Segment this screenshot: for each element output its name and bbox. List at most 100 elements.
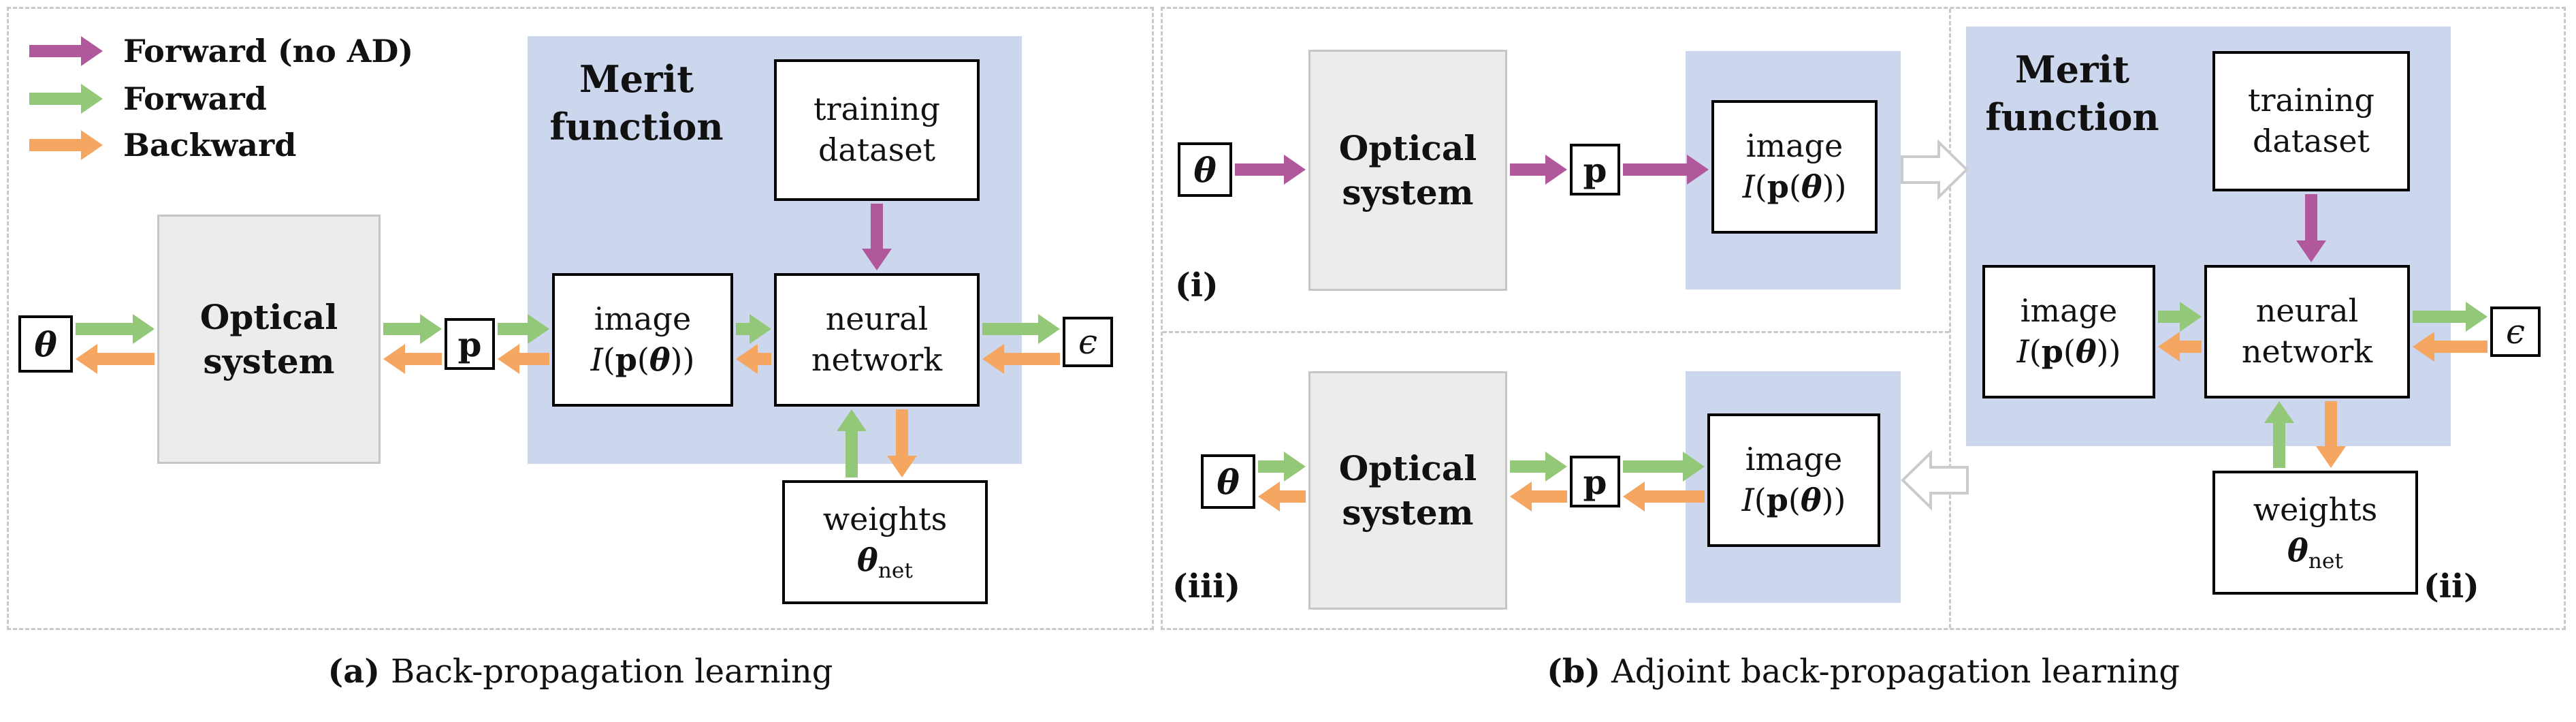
merit-title-line2: function: [1985, 95, 2159, 140]
weights-box: weights θnet: [2212, 471, 2418, 595]
merit-title-line2: function: [549, 105, 724, 149]
neural-line2: network: [2241, 333, 2373, 370]
forward-arrow-image-to-network: [2158, 302, 2202, 332]
merit-function-title: Merit function: [1970, 46, 2174, 141]
legend-forward-noad-label: Forward (no AD): [123, 33, 414, 69]
optical-line2: system: [203, 341, 335, 381]
panel-a-backprop: Forward (no AD) Forward Backward Merit f…: [7, 7, 1154, 630]
p-symbol: p: [457, 324, 482, 364]
p-box: p: [445, 318, 495, 370]
forward-noad-arrow-optical-to-p-i: [1510, 155, 1567, 185]
merit-title-line1: Merit: [2014, 48, 2130, 91]
caption-b-tag: (b): [1547, 653, 1601, 691]
forward-arrow-optical-to-p: [383, 314, 442, 344]
weights-label: weights: [2253, 491, 2378, 529]
caption-a: (a) Back-propagation learning: [7, 653, 1154, 691]
backward-arrow-network-to-image: [736, 344, 771, 374]
backward-arrow-network-to-weights: [887, 409, 917, 477]
training-line1: training: [813, 91, 941, 128]
backward-arrow-icon: [29, 130, 103, 160]
optical-system-box-iii: Optical system: [1308, 371, 1507, 610]
epsilon-symbol: ϵ: [1078, 321, 1097, 362]
neural-line1: neural: [2255, 292, 2359, 330]
neural-line2: network: [811, 341, 943, 378]
forward-arrow-theta-to-optical-iii: [1258, 452, 1306, 482]
forward-arrow-weights-to-network: [2264, 401, 2294, 468]
epsilon-box: ϵ: [2490, 307, 2541, 357]
forward-arrow-weights-to-network: [837, 409, 867, 477]
optical-line1: Optical: [1338, 448, 1477, 488]
p-symbol: p: [1583, 149, 1607, 190]
forward-noad-arrow-p-to-image-i: [1623, 155, 1709, 185]
forward-arrow-theta-to-optical: [76, 314, 155, 344]
image-formula: I(p(θ)): [590, 341, 695, 378]
weights-box: weights θnet: [782, 480, 988, 604]
backward-arrow-optical-to-theta: [76, 344, 155, 374]
optical-system-box-i: Optical system: [1308, 50, 1507, 291]
theta-symbol: θ: [1193, 149, 1217, 190]
training-dataset-box: training dataset: [774, 59, 980, 201]
training-line1: training: [2247, 82, 2375, 119]
forward-noad-arrow-icon: [29, 36, 103, 66]
backward-arrow-epsilon-to-network: [982, 344, 1060, 374]
optical-line2: system: [1342, 172, 1474, 213]
subpanel-label-i: (i): [1175, 266, 1219, 304]
training-line2: dataset: [818, 131, 936, 168]
backward-arrow-network-to-weights: [2316, 401, 2346, 468]
caption-b: (b) Adjoint back-propagation learning: [1161, 653, 2566, 691]
image-formula: I(p(θ)): [1741, 482, 1846, 518]
forward-arrow-optical-to-p-iii: [1510, 452, 1567, 482]
subpanel-label-ii: (ii): [2424, 567, 2479, 606]
image-label: image: [1745, 127, 1844, 165]
p-box-iii: p: [1570, 456, 1620, 507]
image-label: image: [594, 300, 692, 338]
image-formula: I(p(θ)): [1742, 168, 1847, 205]
handoff-arrow-ii-to-iii: [1901, 450, 1969, 511]
theta-box-i: θ: [1178, 142, 1232, 197]
optical-line2: system: [1342, 492, 1474, 533]
p-symbol: p: [1583, 461, 1607, 502]
epsilon-symbol: ϵ: [2505, 311, 2525, 351]
backward-arrow-p-to-optical: [383, 344, 442, 374]
theta-box: θ: [18, 315, 73, 373]
epsilon-box: ϵ: [1063, 317, 1113, 367]
image-box-i: image I(p(θ)): [1711, 100, 1878, 234]
optical-system-box: Optical system: [157, 215, 381, 464]
optical-line1: Optical: [1338, 128, 1477, 168]
image-formula: I(p(θ)): [2016, 333, 2121, 370]
theta-symbol: θ: [1217, 461, 1240, 502]
forward-arrow-p-to-image-iii: [1623, 452, 1705, 482]
handoff-arrow-shape: [1901, 139, 1969, 200]
neural-line1: neural: [825, 300, 929, 338]
caption-a-tag: (a): [327, 653, 381, 691]
image-box: image I(p(θ)): [552, 273, 733, 407]
backward-arrow-network-to-image: [2158, 332, 2202, 362]
backward-arrow-image-to-p: [498, 344, 549, 374]
legend-backward-label: Backward: [123, 127, 297, 163]
subpanel-label-iii: (iii): [1172, 567, 1241, 606]
image-box-ii: image I(p(θ)): [1982, 265, 2155, 398]
forward-arrow-image-to-network: [736, 314, 771, 344]
training-line2: dataset: [2252, 123, 2370, 159]
image-box-iii: image I(p(θ)): [1707, 413, 1880, 547]
forward-arrow-network-to-epsilon: [982, 314, 1060, 344]
caption-b-text: Adjoint back-propagation learning: [1611, 653, 2180, 691]
legend-forward-label: Forward: [123, 80, 267, 117]
training-dataset-box: training dataset: [2212, 51, 2410, 191]
merit-title-line1: Merit: [579, 57, 694, 101]
forward-arrow-icon: [29, 84, 103, 114]
neural-network-box: neural network: [2204, 265, 2410, 398]
neural-network-box: neural network: [774, 273, 980, 407]
panel-b-adjoint-backprop: θ Optical system p image I(p(θ)) (i) Mer…: [1161, 7, 2566, 630]
backward-arrow-p-to-optical-iii: [1510, 482, 1567, 512]
forward-arrow-p-to-image: [498, 314, 549, 344]
p-box-i: p: [1570, 144, 1620, 195]
handoff-arrow-shape: [1901, 450, 1969, 511]
backward-arrow-optical-to-theta-iii: [1258, 482, 1306, 512]
forward-arrow-network-to-epsilon: [2413, 302, 2488, 332]
handoff-arrow-i-to-ii: [1901, 139, 1969, 200]
caption-a-text: Back-propagation learning: [391, 653, 833, 691]
optical-line1: Optical: [199, 297, 338, 337]
subpanel-horizontal-divider: [1163, 331, 1949, 333]
forward-noad-arrow-theta-to-optical-i: [1235, 155, 1306, 185]
